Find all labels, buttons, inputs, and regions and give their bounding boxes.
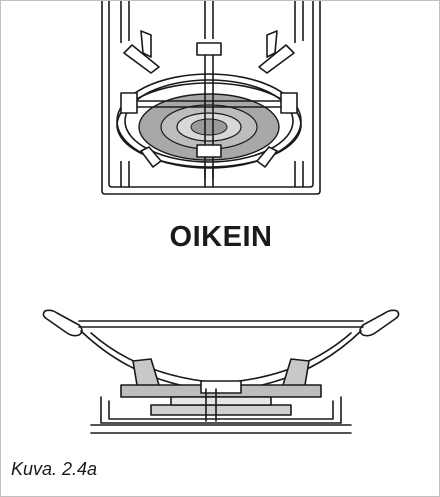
correct-label: OIKEIN — [169, 221, 273, 253]
burner-top-view — [101, 1, 321, 195]
right-handle — [359, 309, 400, 337]
wok-side-view — [42, 309, 400, 434]
figure-caption: Kuva. 2.4a — [11, 459, 98, 479]
left-handle — [42, 309, 83, 337]
